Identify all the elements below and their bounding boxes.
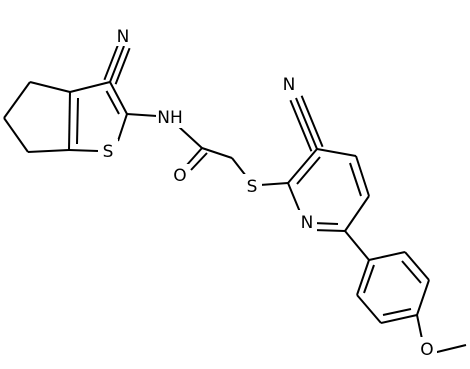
bond-c3a-c6a-inner <box>76 97 79 145</box>
bond-c4-c5 <box>3 81 31 119</box>
svg-text:N: N <box>283 75 296 95</box>
svg-text:S: S <box>103 142 114 162</box>
bond-nh-carbonyl <box>177 125 203 149</box>
bond-pyr-c5-c6 <box>344 195 370 232</box>
bond-nitrile-1-line-a <box>109 45 125 83</box>
bond-pyr-c2-c3-inner <box>296 156 321 185</box>
bond-ph-c4-c5-outer <box>380 314 418 324</box>
bond-ph-c1-c2 <box>368 251 406 261</box>
methoxy-oxygen-label: O <box>417 337 437 360</box>
bond-c6-c6a <box>27 149 70 153</box>
bond-c3-c3a <box>69 81 111 93</box>
bond-ph-c6-c1-inner <box>363 264 375 294</box>
bond-c3-c2-outer <box>109 81 128 115</box>
bond-c3a-c4 <box>29 81 71 93</box>
carbonyl-oxygen-label: O <box>170 164 190 186</box>
svg-text:N: N <box>301 213 314 233</box>
svg-text:O: O <box>173 166 186 186</box>
thiophene-sulfur-label: S <box>98 139 118 162</box>
bond-ph-c4-c5-inner <box>382 308 412 316</box>
bond-carbonyl-ch2 <box>201 147 233 159</box>
bond-c3a-c6a-outer <box>68 91 71 151</box>
bond-nitrile-2-line-c <box>289 99 313 152</box>
bonds <box>3 43 467 354</box>
bond-ph-c5-c6 <box>356 294 382 324</box>
bond-nitrile-2-line-a <box>295 97 318 150</box>
bond-c2-s <box>117 113 128 142</box>
svg-text:S: S <box>247 177 258 197</box>
bond-pyr-c4-c5-outer <box>355 155 370 197</box>
svg-text:NH: NH <box>157 108 183 128</box>
bond-ph-c2-c3-outer <box>404 251 430 281</box>
bond-ph-c3-c4 <box>416 279 430 316</box>
bond-carbonyl-o-b <box>190 152 208 171</box>
bond-c2-nh <box>126 113 158 117</box>
nitrogen-top-right-label: N <box>279 72 299 95</box>
bond-ph-c6-c1-outer <box>356 259 370 296</box>
bond-nitrile-1-line-b <box>103 43 120 81</box>
bond-pyr-c3-c4 <box>316 148 357 157</box>
bond-carbonyl-o-a <box>185 147 203 167</box>
svg-text:O: O <box>420 340 433 360</box>
bond-pyr-n-c2 <box>287 182 301 213</box>
bond-nitrile-2-line-b <box>300 95 324 148</box>
thioether-sulfur-label: S <box>242 174 262 197</box>
bond-pyr-phenyl <box>344 230 370 261</box>
bond-pyr-c4-c5-inner <box>349 162 362 197</box>
bond-c5-c6 <box>3 117 29 153</box>
bond-c3-c2-inner <box>105 90 120 115</box>
amine-nh-label: NH <box>156 106 184 128</box>
pyridine-nitrogen-label: N <box>297 210 317 233</box>
bond-pyr-c6-n-inner <box>312 222 339 225</box>
bond-ph-o <box>416 314 423 340</box>
bond-pyr-c2-c3-outer <box>287 148 318 184</box>
bond-ph-c2-c3-inner <box>401 260 422 284</box>
bond-s-pyr-c2 <box>259 182 289 186</box>
bond-pyr-c6-n-outer <box>312 229 346 232</box>
bond-nitrile-1-line-c <box>114 47 131 85</box>
nitrogen-top-left-label: N <box>113 24 133 47</box>
bond-ch2-s <box>231 157 247 177</box>
bond-s-c6a <box>68 149 99 152</box>
bond-o-ch3 <box>432 344 467 354</box>
atom-labels: N NH S O S N N O <box>98 24 437 360</box>
svg-text:N: N <box>117 27 130 47</box>
